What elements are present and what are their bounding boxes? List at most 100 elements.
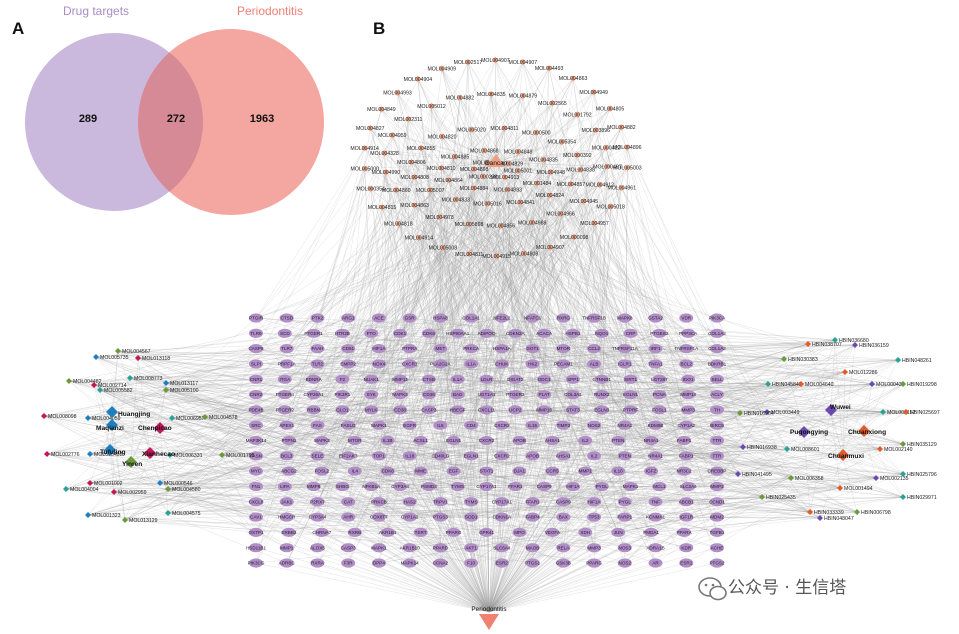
molecule-node	[900, 471, 906, 477]
molecule-label: MOL004949	[579, 90, 608, 96]
molecule-node	[577, 166, 584, 173]
edge	[93, 384, 113, 426]
target-label: SLC6A4	[493, 545, 511, 550]
molecule-node	[169, 415, 175, 421]
target-node	[565, 328, 580, 338]
edge	[378, 344, 856, 564]
target-node	[364, 389, 379, 400]
target-label: HIF1A	[566, 484, 580, 489]
target-node	[249, 359, 263, 369]
molecule-node	[873, 475, 879, 481]
target-label: MYC	[251, 469, 262, 474]
molecule-node	[569, 75, 577, 82]
edge	[159, 363, 257, 484]
target-label: IL4	[352, 469, 359, 474]
target-node	[402, 451, 417, 461]
edge	[488, 363, 502, 613]
target-node	[281, 435, 296, 446]
edge	[488, 409, 574, 613]
target-node	[677, 466, 692, 476]
target-node	[341, 558, 356, 568]
target-label: IL2	[591, 453, 598, 458]
target-label: CXCR2	[479, 438, 495, 443]
target-label: PTGS2	[709, 561, 725, 566]
target-label: PTEN	[619, 453, 631, 458]
edge	[124, 455, 718, 521]
target-node	[710, 543, 724, 553]
target-label: PTGER4	[276, 392, 295, 397]
edge	[440, 223, 595, 456]
edge	[495, 59, 718, 441]
edge	[488, 471, 685, 613]
molecule-label: MOL005016	[473, 202, 502, 208]
edge	[171, 317, 287, 419]
target-node	[279, 497, 294, 507]
molecule-node	[533, 180, 541, 187]
target-node	[681, 481, 696, 492]
target-node	[525, 420, 540, 430]
edge	[109, 449, 223, 456]
target-label: ESR2	[496, 561, 508, 566]
edge	[488, 471, 619, 613]
edge	[87, 452, 151, 516]
edge	[255, 455, 490, 613]
edge	[137, 357, 553, 441]
target-label: IL1A	[453, 377, 463, 382]
edge	[396, 189, 625, 518]
edge	[457, 166, 608, 334]
edge	[255, 188, 371, 319]
edge	[99, 317, 502, 391]
target-node	[249, 497, 263, 507]
edge	[488, 363, 564, 613]
molecule-label: MOL005003	[613, 166, 642, 172]
target-node	[648, 451, 663, 461]
target-node	[479, 389, 494, 400]
edge	[399, 255, 497, 334]
molecule-label: MOL005735	[100, 355, 129, 361]
molecule-node	[452, 196, 459, 203]
molecule-node	[590, 88, 597, 96]
target-node	[413, 527, 428, 537]
edge	[399, 132, 537, 395]
edge	[471, 129, 656, 365]
edge	[111, 411, 169, 490]
edge	[204, 416, 472, 548]
edge	[68, 380, 631, 395]
target-node	[545, 466, 560, 476]
target-label: MMP2	[710, 484, 724, 489]
target-node	[371, 451, 386, 461]
molecule-label: MOL004907	[481, 58, 510, 64]
edge	[457, 167, 628, 395]
molecule-node	[389, 131, 396, 139]
molecule-node	[451, 153, 459, 160]
molecule-node	[381, 150, 388, 157]
edge	[536, 132, 660, 395]
edge	[532, 68, 550, 319]
target-node	[464, 451, 479, 461]
edge	[313, 409, 490, 613]
target-node	[341, 543, 356, 553]
edge	[65, 317, 257, 490]
edge	[43, 415, 379, 564]
target-node	[587, 359, 602, 369]
target-node	[249, 405, 263, 415]
target-node	[249, 527, 263, 537]
edge	[430, 189, 656, 349]
edge	[124, 348, 502, 521]
target-node	[508, 328, 523, 338]
target-label: NR4A1	[617, 423, 632, 428]
target-label: RXRG	[557, 316, 571, 321]
edge	[488, 486, 545, 613]
target-node	[341, 420, 356, 430]
edge	[87, 417, 161, 429]
edge	[381, 207, 656, 426]
target-label: ABCG2	[281, 469, 297, 474]
target-label: NFKB1A	[362, 484, 381, 489]
edge	[830, 409, 904, 475]
edge	[159, 333, 660, 484]
edge	[409, 317, 881, 450]
target-label: MMP14	[680, 392, 696, 397]
edge	[167, 455, 318, 490]
edge	[842, 383, 873, 456]
target-node	[347, 435, 362, 446]
